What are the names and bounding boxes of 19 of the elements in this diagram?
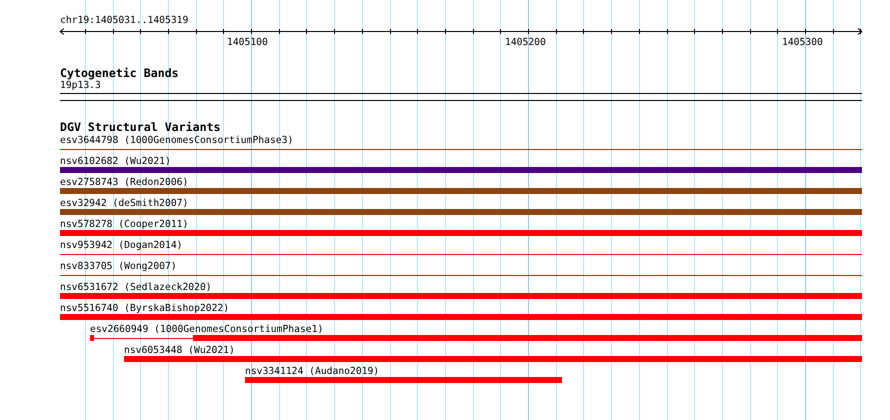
feature-label: nsv953942 (Dogan2014): [60, 240, 182, 251]
feature-label: nsv6102682 (Wu2021): [60, 156, 171, 167]
track-title: Cytogenetic Bands: [60, 67, 179, 79]
band-label: 19p13.3: [60, 80, 101, 91]
feature-label: nsv6053448 (Wu2021): [124, 345, 235, 356]
feature-label: nsv5516740 (ByrskaBishop2022): [60, 303, 230, 314]
tick-label: 1405100: [227, 37, 268, 48]
feature-label: nsv833705 (Wong2007): [60, 261, 177, 272]
track-title: DGV Structural Variants: [60, 121, 221, 133]
tick-label: 1405300: [782, 37, 823, 48]
feature-label: nsv3341124 (Audano2019): [245, 366, 380, 377]
region-title: chr19:1405031..1405319: [60, 15, 188, 26]
tick-label: 1405200: [505, 37, 546, 48]
feature-label: esv2758743 (Redon2006): [60, 177, 188, 188]
feature-label: esv3644798 (1000GenomesConsortiumPhase3): [60, 135, 294, 146]
feature-label: nsv6531672 (Sedlazeck2020): [60, 282, 212, 293]
feature-label: esv32942 (deSmith2007): [60, 198, 188, 209]
feature-label: esv2660949 (1000GenomesConsortiumPhase1): [90, 324, 324, 335]
feature-label: nsv578278 (Cooper2011): [60, 219, 188, 230]
